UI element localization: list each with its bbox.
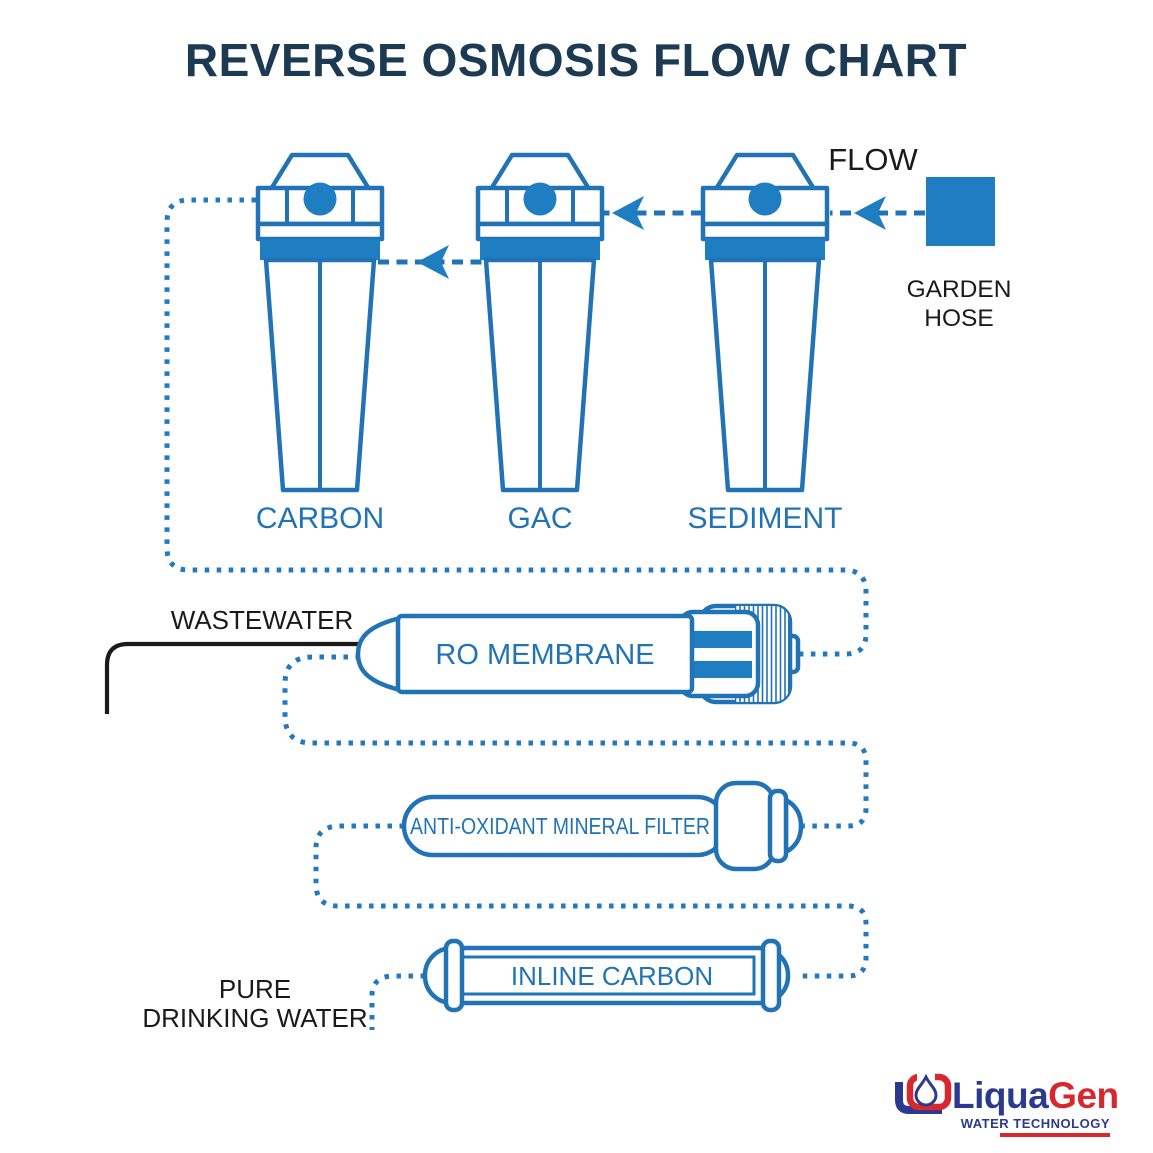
ro-membrane: RO MEMBRANE <box>355 603 801 705</box>
logo-l-bracket-icon <box>895 1082 942 1114</box>
garden-hose-icon <box>926 177 995 246</box>
sediment-cap-knob-icon <box>748 182 782 216</box>
logo-word-liqua: Liqua <box>952 1075 1049 1116</box>
mineral-filter-label: ANTI-OXIDANT MINERAL FILTER <box>410 813 710 839</box>
flow-arrowhead-carbon <box>417 245 449 279</box>
gac-label: GAC <box>507 502 572 535</box>
liquagen-logo: LiquaGen WATER TECHNOLOGY <box>895 1071 1119 1137</box>
inline-carbon-collar-left <box>443 938 465 1013</box>
garden-hose-label-line2: HOSE <box>924 305 993 332</box>
gac-cap-ring <box>475 221 605 242</box>
membrane-end-bar-top <box>686 631 752 648</box>
mineral-filter-ring <box>767 788 789 864</box>
membrane-dome <box>355 615 403 693</box>
logo-word-gen: Gen <box>1048 1075 1118 1116</box>
pure-water-label-line2: DRINKING WATER <box>142 1003 367 1033</box>
gac-filter-canister: GAC <box>475 152 605 535</box>
logo-tagline-underline <box>1000 1133 1110 1137</box>
ro-membrane-label: RO MEMBRANE <box>435 639 654 671</box>
sediment-cap-collar <box>705 239 825 260</box>
mineral-filter-nub <box>783 797 804 855</box>
sediment-cap-ring <box>700 221 830 242</box>
membrane-tube <box>395 613 695 695</box>
water-drop-icon <box>914 1073 938 1107</box>
tubing-inline-carbon-to-output <box>369 973 425 1030</box>
inline-carbon-collar-right <box>760 938 782 1013</box>
sediment-filter-canister: SEDIMENT <box>687 152 843 535</box>
carbon-cap-knob-icon <box>303 182 337 216</box>
inline-carbon-tube <box>422 945 791 1006</box>
carbon-cap-collar <box>260 239 380 260</box>
mineral-filter-cap <box>713 780 777 872</box>
wastewater-label: WASTEWATER <box>171 605 353 635</box>
carbon-filter-canister: CARBON <box>255 152 385 535</box>
gac-cap-knob-icon <box>523 182 557 216</box>
wastewater-line <box>104 641 360 714</box>
flow-arrowhead-sediment <box>854 196 886 230</box>
carbon-cap-ring <box>255 221 385 242</box>
flow-label: FLOW <box>828 142 918 177</box>
gac-cap-collar <box>480 239 600 260</box>
pure-water-label-line1: PURE <box>219 974 291 1004</box>
membrane-end-bar-bottom <box>686 661 752 678</box>
inline-carbon-label: INLINE CARBON <box>511 961 713 991</box>
flow-arrowhead-gac <box>612 196 644 230</box>
logo-wordmark: LiquaGen <box>952 1075 1119 1116</box>
carbon-label: CARBON <box>256 502 384 535</box>
sediment-label: SEDIMENT <box>687 502 842 535</box>
tubing-membrane-to-mineral-filter <box>282 654 869 829</box>
inline-carbon-filter: INLINE CARBON <box>422 938 791 1013</box>
garden-hose-label-line1: GARDEN <box>907 276 1012 303</box>
anti-oxidant-mineral-filter: ANTI-OXIDANT MINERAL FILTER <box>401 780 804 872</box>
logo-tagline: WATER TECHNOLOGY <box>961 1116 1110 1131</box>
page-title: REVERSE OSMOSIS FLOW CHART <box>185 34 967 86</box>
